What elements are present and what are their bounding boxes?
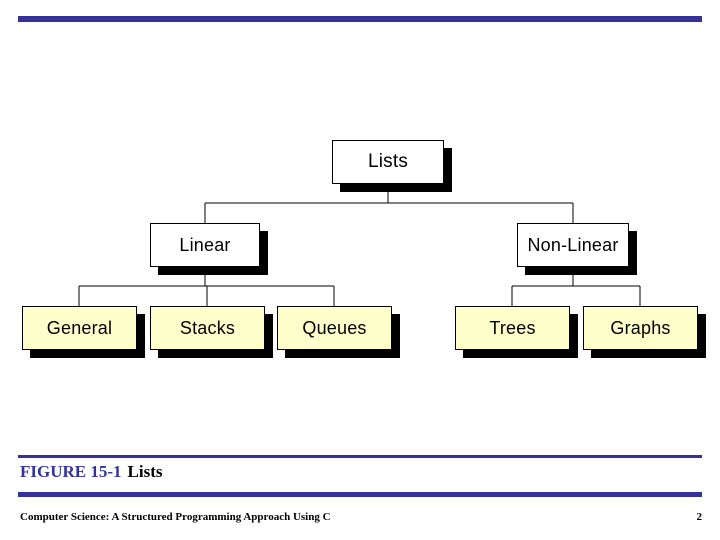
node-label: Linear	[179, 234, 231, 255]
node-non-linear: Non-Linear	[517, 223, 629, 267]
node-label: Graphs	[610, 317, 671, 338]
node-label: General	[46, 317, 113, 338]
figure-number: FIGURE 15-1	[20, 462, 122, 481]
node-label: Queues	[302, 317, 367, 338]
node-stacks: Stacks	[150, 306, 265, 350]
caption-divider-rule	[18, 455, 702, 458]
node-label: Non-Linear	[527, 234, 619, 255]
node-label: Trees	[489, 317, 536, 338]
node-label: Stacks	[179, 317, 236, 338]
footer-divider-rule	[18, 492, 702, 497]
figure-caption: FIGURE 15-1 Lists	[20, 462, 163, 482]
node-lists: Lists	[332, 140, 444, 184]
node-trees: Trees	[455, 306, 570, 350]
footer-book-title: Computer Science: A Structured Programmi…	[20, 511, 331, 523]
footer-page-number: 2	[696, 511, 703, 523]
diagram-connectors	[78, 184, 641, 306]
node-general: General	[22, 306, 137, 350]
lists-hierarchy-diagram: Lists Linear Non-Linear General Stacks Q…	[0, 100, 720, 400]
figure-title: Lists	[127, 462, 163, 481]
node-queues: Queues	[277, 306, 392, 350]
node-linear: Linear	[150, 223, 260, 267]
top-divider-rule	[18, 16, 702, 22]
node-label: Lists	[367, 151, 409, 172]
node-graphs: Graphs	[583, 306, 698, 350]
